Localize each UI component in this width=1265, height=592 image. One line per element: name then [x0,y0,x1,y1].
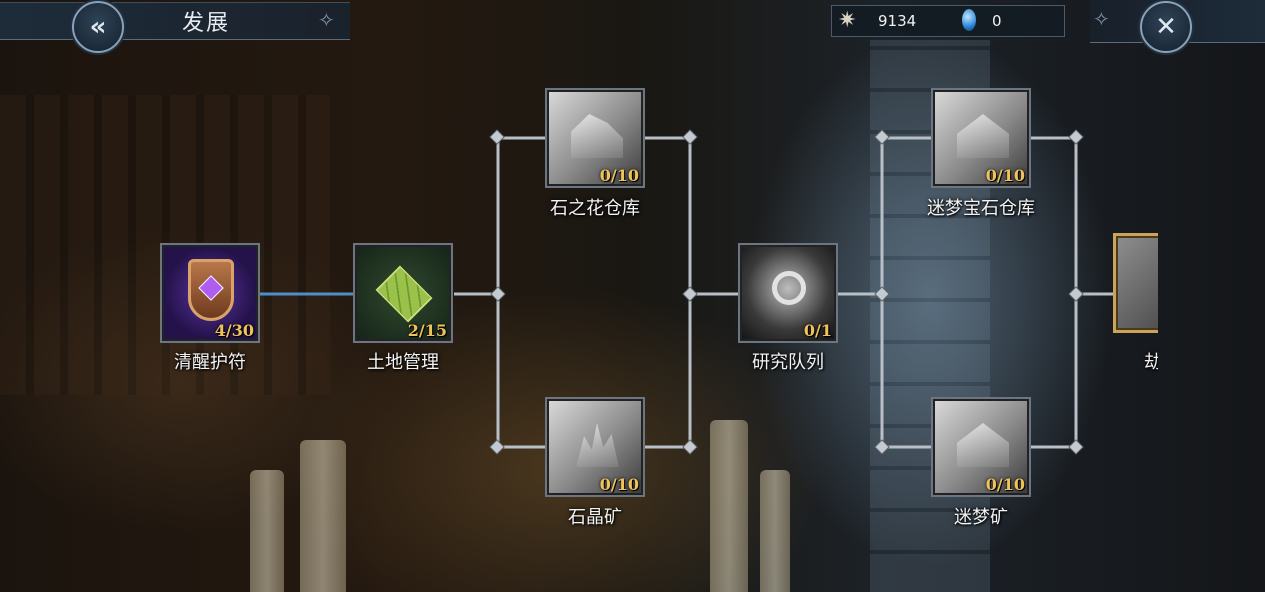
tech-node-stoneflower-warehouse[interactable]: 0/10 [545,88,645,188]
background-candle [300,440,346,592]
tech-node-research-queue[interactable]: 0/1 [738,243,838,343]
connector-joint [874,439,890,455]
stone-flower-icon: ✷ [838,8,857,33]
mine-house-icon [935,401,1027,493]
title-band [0,2,350,40]
connector-joint [490,286,506,302]
connector-joint [489,129,505,145]
tech-node-dream-mine[interactable]: 0/10 [931,397,1031,497]
close-x-icon: ✕ [1155,12,1177,42]
node-level: 0/10 [985,166,1025,185]
node-label: 迷梦宝石仓库 [927,198,1035,219]
connector-joint [1068,439,1084,455]
node-level: 0/10 [985,475,1025,494]
blue-gem-icon [962,9,976,31]
scroll-magnifier-icon [742,247,834,339]
resource-gem-value: 0 [992,12,1002,30]
connector-joint [874,286,890,302]
node-level: 4/30 [214,321,254,340]
land-grid-icon [357,247,449,339]
resource-bar: ✷ 9134 0 [831,5,1065,37]
back-button[interactable]: « [72,1,124,53]
node-label: 石之花仓库 [550,198,640,219]
ornament-icon: ✧ [318,8,335,32]
tech-node-awake-charm[interactable]: 4/30 [160,243,260,343]
background-candle [760,470,790,592]
node-label: 研究队列 [752,352,824,373]
node-level: 0/1 [803,321,832,340]
warehouse-icon [549,92,641,184]
node-label: 迷梦矿 [954,507,1008,528]
tech-node-crystal-mine[interactable]: 0/10 [545,397,645,497]
background-candle [710,420,748,592]
unknown-icon [1118,238,1158,328]
connector-joint [682,129,698,145]
top-bar-left [0,0,355,42]
clip-region: 劫掠 [1100,225,1158,385]
close-button[interactable]: ✕ [1140,1,1192,53]
connector-joint [489,439,505,455]
resource-stone-flower-value: 9134 [878,12,917,30]
crystal-mine-icon [549,401,641,493]
connector-joint [874,129,890,145]
tech-node-partial[interactable] [1113,233,1158,333]
chevron-left-icon: « [89,12,107,42]
node-label: 清醒护符 [174,352,246,373]
background-candle [250,470,284,592]
node-level: 0/10 [599,166,639,185]
page-title: 发展 [182,11,231,36]
node-label: 劫掠 [1144,352,1158,373]
connector-joint [1068,286,1084,302]
connector-joint [682,286,698,302]
node-level: 2/15 [407,321,447,340]
node-label: 石晶矿 [568,507,622,528]
tech-node-land-management[interactable]: 2/15 [353,243,453,343]
ornament-icon: ✧ [1093,7,1110,31]
node-label: 土地管理 [367,352,439,373]
warehouse-icon [935,92,1027,184]
node-level: 0/10 [599,475,639,494]
connector-joint [1068,129,1084,145]
tech-node-dream-gem-warehouse[interactable]: 0/10 [931,88,1031,188]
connector-joint [682,439,698,455]
